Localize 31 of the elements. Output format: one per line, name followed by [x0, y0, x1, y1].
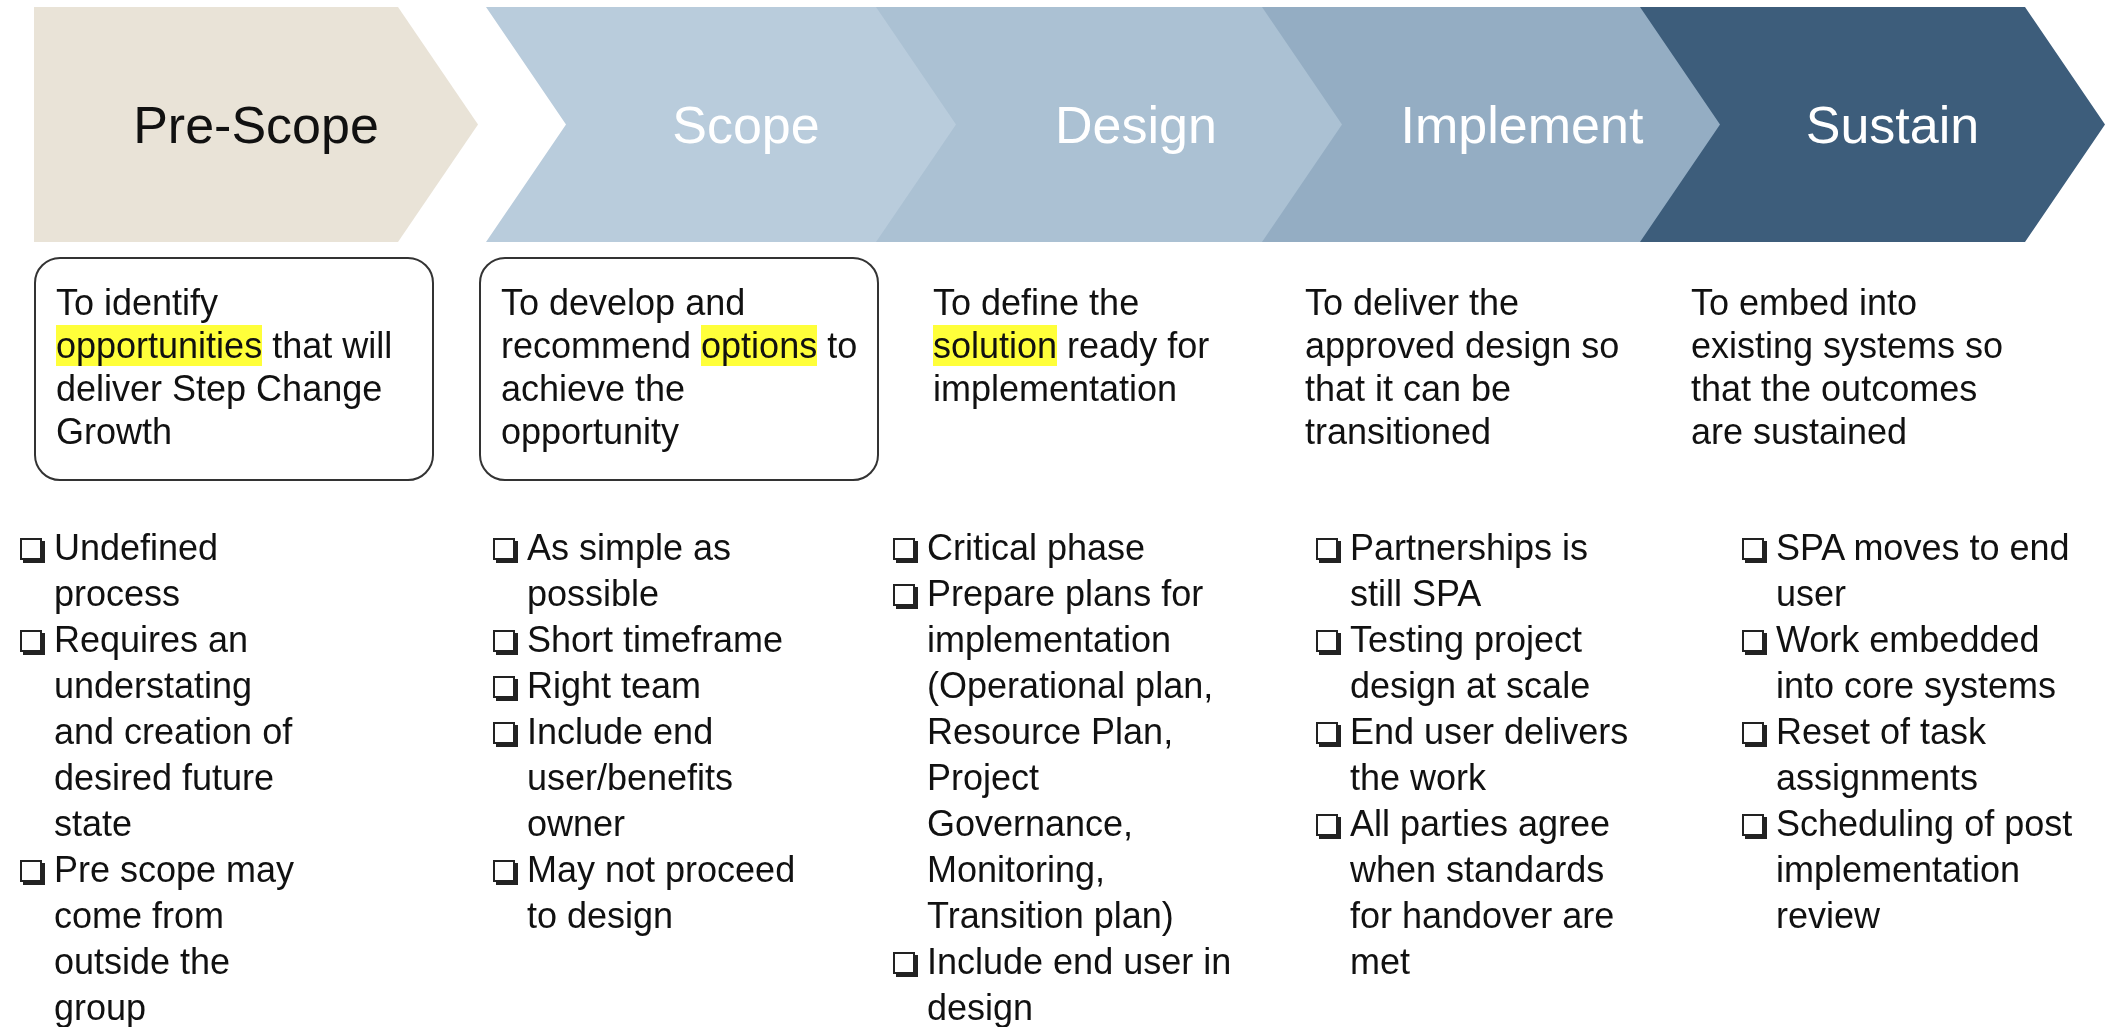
bullet-text: Testing project design at scale [1350, 618, 1592, 708]
description-text: To develop and recommend options to achieve the opportunity [501, 281, 859, 453]
description-text: To deliver the approved design so that it can be transitioned [1305, 281, 1621, 453]
bullet-text: Include end user in design [927, 940, 1233, 1027]
bullet-text: Include end user/benefits owner [527, 710, 735, 846]
bullet-text: Work embedded into core systems [1776, 618, 2058, 708]
bullet-text: Pre scope may come from outside the group [54, 848, 296, 1027]
rounded-box [479, 257, 879, 481]
bullet-text: May not proceed to design [527, 848, 797, 938]
description-text: To identify opportunities that will deliver Step Change Growth [56, 281, 394, 453]
description-text: To embed into existing systems so that the outcomes are sustained [1691, 281, 2005, 453]
bullet-text: Short timeframe [527, 618, 784, 662]
bullet-text: All parties agree when standards for handover are met [1350, 802, 1616, 984]
phase-title: Sustain [1804, 94, 1980, 155]
bullet-text: Right team [527, 664, 702, 708]
bullet-text: End user delivers the work [1350, 710, 1630, 800]
bullet-text: As simple as possible [527, 526, 733, 616]
phase-title: Design [1054, 94, 1217, 155]
bullet-text: Requires an understating and creation of desired future state [54, 618, 294, 846]
rounded-box [34, 257, 434, 481]
bullet-text: Reset of task assignments [1776, 710, 1988, 800]
bullet-text: Prepare plans for implementation (Operational plan, Resource Plan, Project Governance, Monitoring, Transition plan) [927, 572, 1215, 938]
phase-title: Scope [671, 94, 820, 155]
bullet-text: SPA moves to end user [1776, 526, 2071, 616]
bullet-text: Partnerships is still SPA [1350, 526, 1590, 616]
bullet-text: Undefined process [54, 526, 220, 616]
phase-title: Implement [1399, 94, 1644, 155]
description-text: To define the solution ready for implementation [933, 281, 1211, 410]
bullet-text: Critical phase [927, 526, 1146, 570]
phase-title: Pre-Scope [133, 94, 379, 155]
bullet-text: Scheduling of post implementation review [1776, 802, 2074, 938]
